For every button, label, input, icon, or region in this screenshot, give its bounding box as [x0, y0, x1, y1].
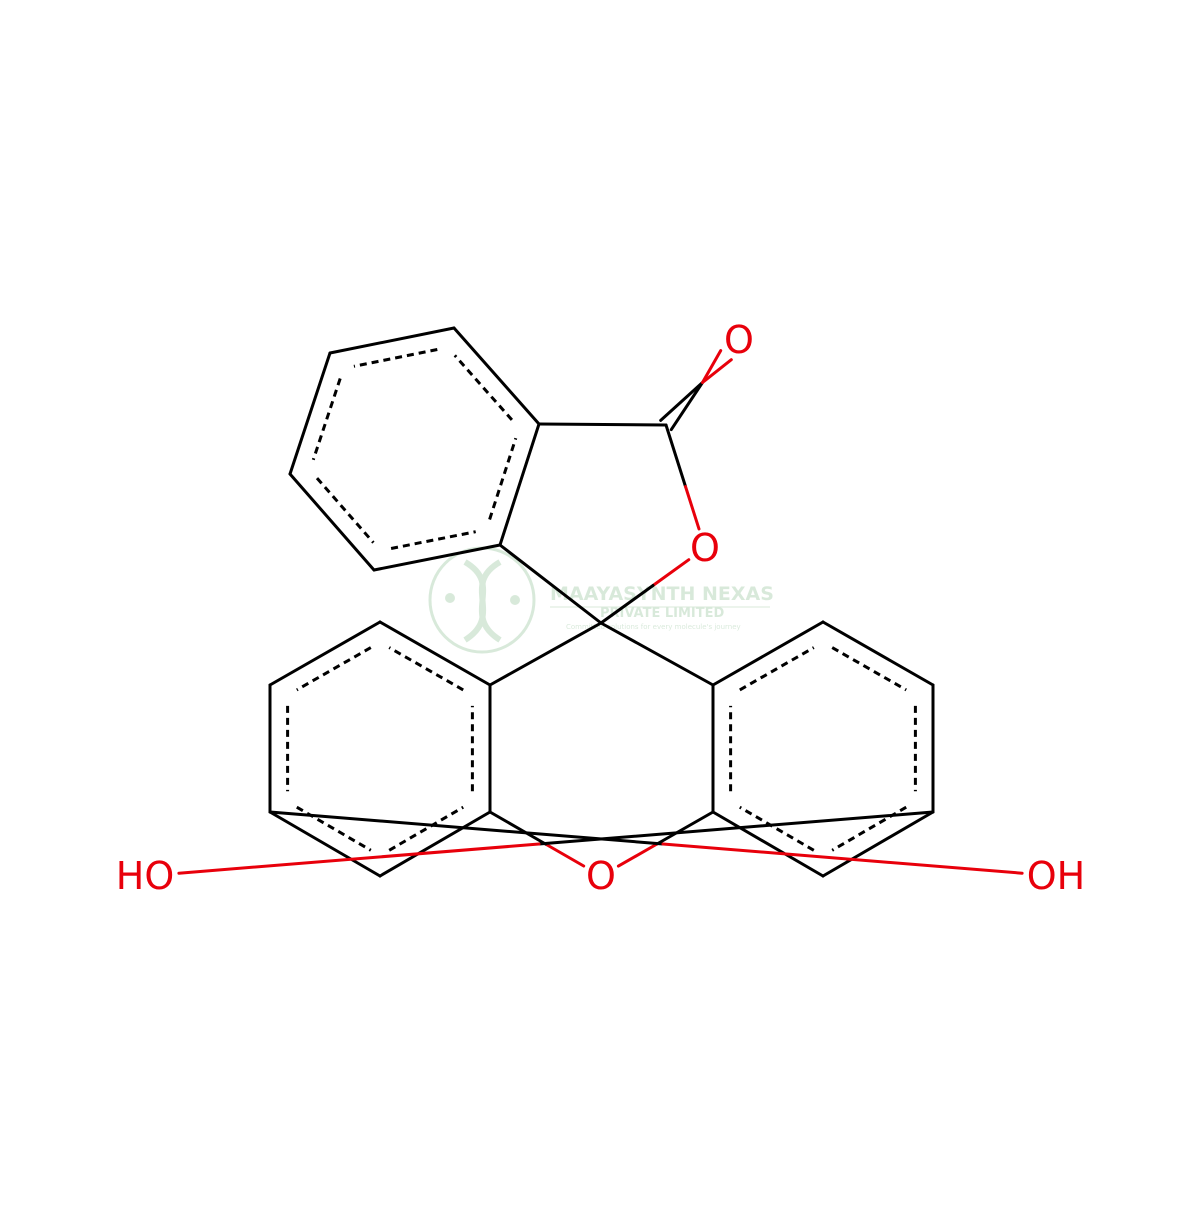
bond-8-9-half-b — [599, 584, 655, 625]
bond-21-24-half-a — [268, 810, 665, 846]
bond-0-1 — [452, 326, 541, 426]
bond-9-10 — [599, 621, 715, 687]
atom-label-23: HO — [116, 854, 174, 898]
bonds-layer — [177, 326, 1024, 878]
aromatic-ring-1-inner-bond-3 — [831, 805, 907, 852]
bond-6-8-half-b — [684, 485, 701, 531]
atom-labels-layer: O O O HO OH — [116, 318, 1085, 898]
bond-5-0 — [498, 422, 541, 547]
bond-11-12 — [821, 620, 935, 687]
atom-label-16: O — [586, 854, 616, 898]
bond-8-9-half-a — [651, 558, 691, 587]
bond-10-11 — [711, 620, 825, 687]
bond-0-6 — [537, 422, 668, 427]
bond-6-8-half-a — [664, 423, 687, 488]
aromatic-ring-0-inner-bond-3 — [315, 477, 375, 544]
watermark: MAAYASYNTH NEXAS PRIVATE LIMITED Committ… — [428, 546, 774, 654]
watermark-suffix: PRIVATE LIMITED — [600, 606, 725, 621]
bond-13-23-half-b — [177, 842, 541, 875]
bond-21-24-half-b — [661, 842, 1024, 875]
bond-4-5 — [372, 543, 502, 572]
aromatic-ring-1-inner-bond-4 — [739, 805, 815, 852]
bond-15-16-half-b — [616, 842, 659, 868]
bond-13-14 — [821, 810, 935, 878]
bond-16-17-half-b — [488, 810, 547, 846]
bond-14-15 — [711, 810, 825, 878]
bond-6-7-line-1-half-b — [701, 358, 733, 384]
bond-21-22 — [268, 810, 382, 878]
bond-2-3 — [288, 351, 332, 476]
watermark-company: MAAYASYNTH NEXAS — [550, 583, 774, 605]
atom-label-24: OH — [1027, 854, 1085, 898]
bond-18-19 — [378, 620, 492, 687]
bond-6-7-line-2-half-a — [659, 381, 704, 422]
aromatic-ring-0-inner-bond-5 — [488, 437, 518, 520]
aromatic-ring-0-inner-bond-1 — [353, 348, 438, 368]
bond-16-17-half-a — [544, 842, 586, 868]
aromatic-ring-2-inner-bond-5 — [388, 805, 464, 852]
aromatic-ring-0-inner-bond-2 — [311, 378, 342, 461]
bond-3-4 — [288, 472, 376, 572]
aromatic-ring-1-inner-bond-1 — [831, 646, 907, 692]
aromatic-ring-2-inner-bond-4 — [296, 805, 372, 852]
bond-22-17 — [378, 810, 492, 878]
aromatic-ring-0-inner-bond-4 — [390, 530, 476, 550]
atom-label-7: O — [724, 318, 754, 362]
dna-helix-logo — [428, 546, 536, 654]
atom-label-8: O — [690, 526, 720, 570]
bond-1-2 — [328, 326, 456, 355]
bond-6-7-line-1-half-a — [669, 381, 704, 432]
bond-6-7-line-2-half-b — [701, 349, 723, 384]
bond-15-16-half-a — [655, 810, 715, 846]
bond-9-5 — [498, 543, 603, 625]
bond-19-20 — [268, 620, 382, 687]
aromatic-ring-2-inner-bond-2 — [296, 646, 372, 692]
watermark-tagline: Committed solutions for every molecule's… — [566, 623, 741, 631]
aromatic-ring-1-inner-bond-0 — [739, 646, 815, 692]
aromatic-ring-2-inner-bond-1 — [388, 646, 464, 692]
aromatic-ring-0-inner-bond-0 — [453, 354, 514, 421]
bond-18-9 — [488, 621, 603, 687]
